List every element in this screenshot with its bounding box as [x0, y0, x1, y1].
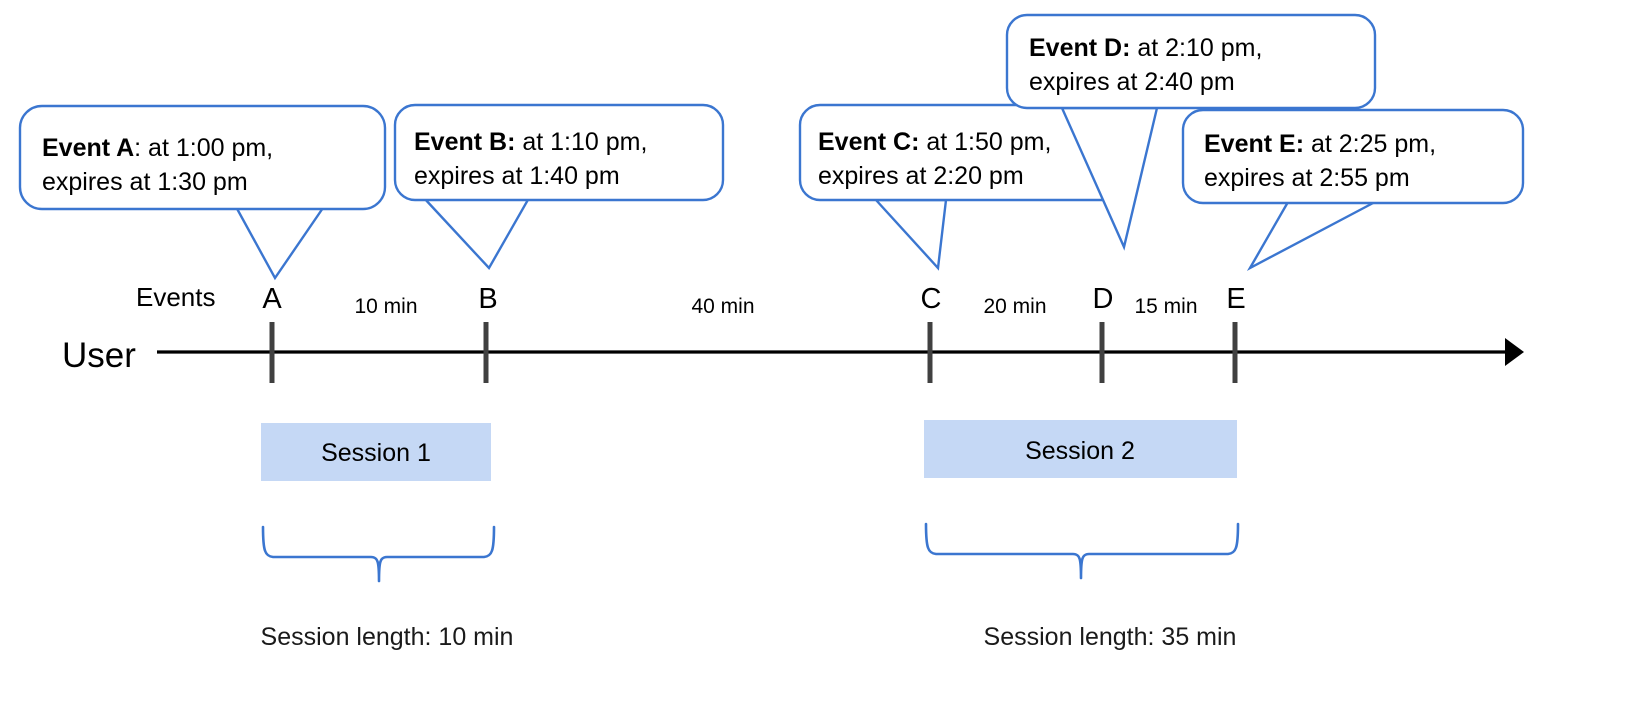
callout-b-rest: at 1:10 pm, [515, 128, 647, 156]
tick-label-e: E [1226, 283, 1245, 315]
callout-c-rest: at 1:50 pm, [919, 128, 1051, 156]
tick-label-a: A [262, 283, 282, 315]
tick-label-b: B [478, 283, 497, 315]
callout-a-bold: Event A [42, 134, 134, 162]
callout-box-d [1005, 13, 1377, 110]
session-summary-2: Session length: 35 min [984, 623, 1237, 651]
callout-box-e [1181, 108, 1525, 205]
session-bar-2[interactable] [924, 420, 1237, 478]
callout-tail-a [232, 203, 328, 281]
axis-row-label-user: User [62, 336, 136, 375]
callout-text-d-line2: expires at 2:40 pm [1029, 68, 1235, 96]
callout-text-c-line2: expires at 2:20 pm [818, 162, 1024, 190]
interval-label-a-b: 10 min [354, 295, 417, 318]
callout-event-e[interactable]: Event E: at 2:25 pm, expires at 2:55 pm [1181, 108, 1525, 272]
callout-event-b[interactable]: Event B: at 1:10 pm, expires at 1:40 pm [393, 103, 725, 271]
callout-event-a[interactable]: Event A: at 1:00 pm, expires at 1:30 pm [18, 104, 387, 281]
right-arrow-icon [1505, 338, 1524, 366]
session-label-1: Session 1 [321, 439, 431, 467]
callout-e-rest: at 2:25 pm, [1304, 130, 1436, 158]
callout-text-b-line1: Event B: at 1:10 pm, [414, 128, 647, 156]
callout-a-rest: : at 1:00 pm, [134, 134, 273, 162]
callout-text-b-line2: expires at 1:40 pm [414, 162, 620, 190]
callout-text-a-line2: expires at 1:30 pm [42, 168, 248, 196]
callout-tail-e [1246, 200, 1376, 272]
callout-event-c[interactable]: Event C: at 1:50 pm, expires at 2:20 pm [798, 103, 1137, 271]
callout-tail-b [421, 196, 532, 271]
tick-label-c: C [921, 283, 942, 315]
curly-brace-icon-1 [261, 525, 496, 583]
callout-tail-c [873, 198, 948, 271]
session-summary-1: Session length: 10 min [261, 623, 514, 651]
tick-label-d: D [1093, 283, 1114, 315]
curly-brace-icon-2 [924, 522, 1240, 580]
callout-d-bold: Event D: [1029, 34, 1130, 62]
callout-b-bold: Event B: [414, 128, 515, 156]
callout-c-bold: Event C: [818, 128, 919, 156]
callout-text-e-line2: expires at 2:55 pm [1204, 164, 1410, 192]
axis-label-events: Events [136, 282, 216, 312]
callout-box-a [18, 104, 387, 211]
callout-text-a-line1: Event A: at 1:00 pm, [42, 134, 273, 162]
callout-text-d-line1: Event D: at 2:10 pm, [1029, 34, 1262, 62]
interval-label-c-d: 20 min [983, 295, 1046, 318]
session-bar-1[interactable] [261, 423, 491, 481]
callout-text-e-line1: Event E: at 2:25 pm, [1204, 130, 1436, 158]
interval-label-d-e: 15 min [1134, 295, 1197, 318]
session-label-2: Session 2 [1025, 437, 1135, 465]
callout-text-c-line1: Event C: at 1:50 pm, [818, 128, 1051, 156]
callout-box-b [393, 103, 725, 202]
interval-label-b-c: 40 min [691, 295, 754, 318]
callout-event-d[interactable]: Event D: at 2:10 pm, expires at 2:40 pm [1005, 13, 1377, 251]
callout-d-rest: at 2:10 pm, [1130, 34, 1262, 62]
callout-e-bold: Event E: [1204, 130, 1304, 158]
